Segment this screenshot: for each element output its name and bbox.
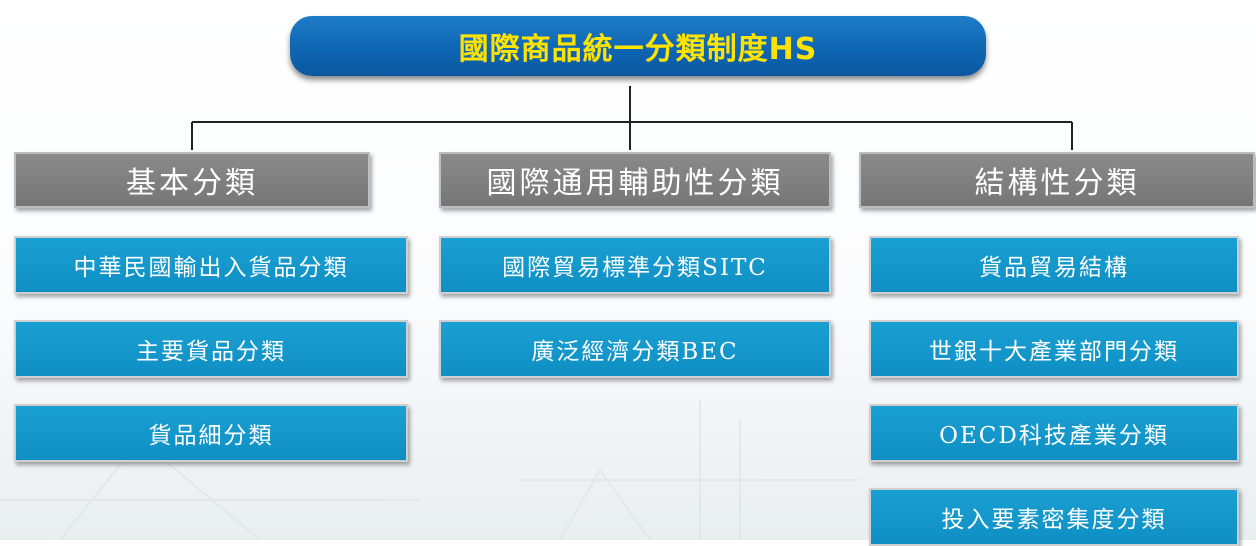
category-structural: 結構性分類: [859, 152, 1255, 208]
item-label: 國際貿易標準分類SITC: [502, 255, 768, 281]
category-structural-label: 結構性分類: [974, 166, 1140, 201]
item-factor-intensity: 投入要素密集度分類: [869, 488, 1239, 546]
item-label: 中華民國輸出入貨品分類: [73, 255, 349, 281]
item-oecd-tech-industry: OECD科技產業分類: [869, 404, 1239, 462]
root-node: 國際商品統一分類制度HS: [290, 16, 986, 76]
item-major-goods-classification: 主要貨品分類: [14, 320, 408, 378]
item-goods-trade-structure: 貨品貿易結構: [869, 236, 1239, 294]
item-label: 世銀十大產業部門分類: [929, 339, 1179, 365]
root-label: 國際商品統一分類制度HS: [458, 32, 818, 67]
category-basic: 基本分類: [14, 152, 370, 208]
category-international-auxiliary-label: 國際通用輔助性分類: [486, 166, 784, 201]
category-basic-label: 基本分類: [126, 166, 258, 201]
item-label: OECD科技產業分類: [939, 423, 1169, 449]
item-bec: 廣泛經濟分類BEC: [439, 320, 831, 378]
item-label: 主要貨品分類: [136, 339, 286, 365]
item-label: 貨品貿易結構: [979, 255, 1129, 281]
item-label: 貨品細分類: [148, 423, 274, 449]
item-label: 投入要素密集度分類: [941, 507, 1167, 533]
item-roc-import-export-classification: 中華民國輸出入貨品分類: [14, 236, 408, 294]
item-label: 廣泛經濟分類BEC: [531, 339, 739, 365]
item-world-bank-ten-sectors: 世銀十大產業部門分類: [869, 320, 1239, 378]
item-detailed-goods-classification: 貨品細分類: [14, 404, 408, 462]
category-international-auxiliary: 國際通用輔助性分類: [439, 152, 831, 208]
item-sitc: 國際貿易標準分類SITC: [439, 236, 831, 294]
